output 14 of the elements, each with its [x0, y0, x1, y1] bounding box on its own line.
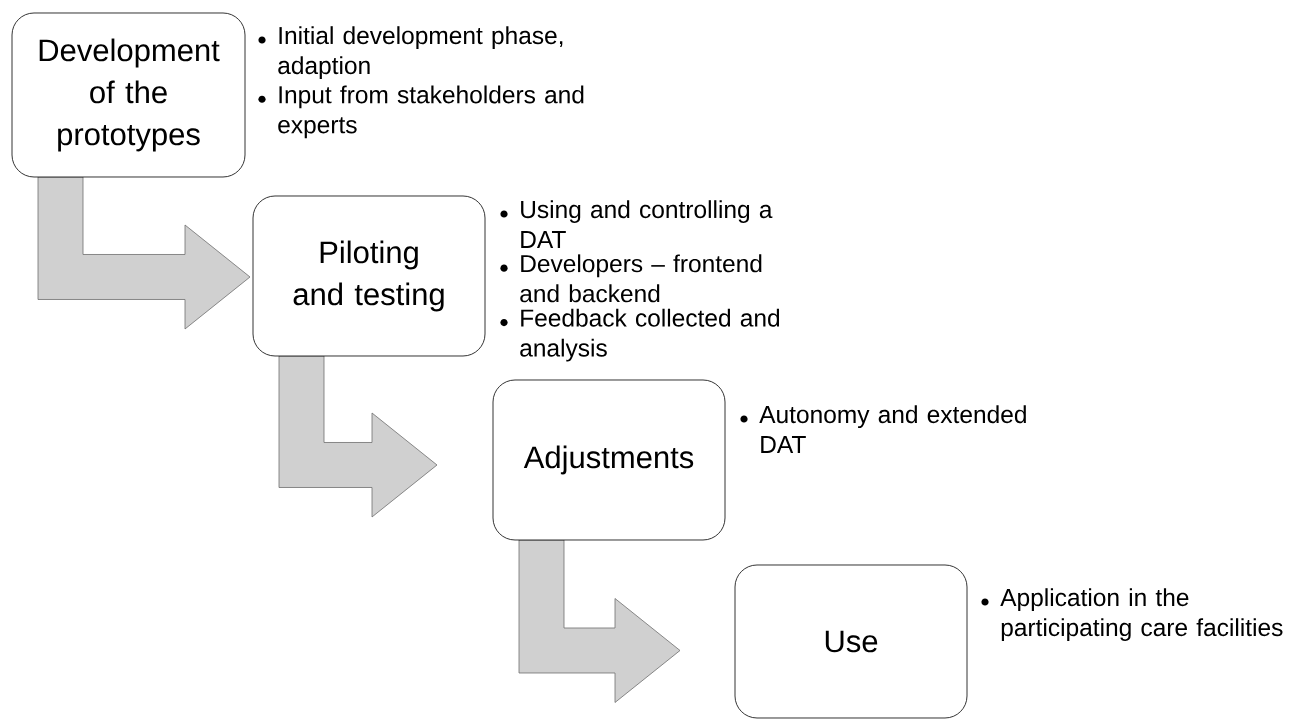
process-box: Development of the prototypes [11, 12, 246, 178]
process-box: Use [734, 564, 968, 719]
process-box: Adjustments [492, 379, 726, 541]
bullet-text: Application in the participating care facilities [1000, 588, 1283, 642]
bent-arrow [278, 355, 438, 518]
bullet-text: Initial development phase, adaption [278, 26, 563, 80]
bullet-text: Using and controlling a DAT [521, 200, 773, 248]
bullet-text: Developers – frontend and backend [520, 254, 762, 303]
bullet-text: Feedback collected and analysis [520, 308, 780, 362]
bent-arrow [37, 176, 251, 330]
bent-arrow [518, 539, 681, 703]
bullet-text: Autonomy and extended DAT [759, 405, 1026, 453]
bullet-text: Input from stakeholders and experts [278, 85, 584, 139]
process-box: Piloting and testing [252, 195, 486, 357]
